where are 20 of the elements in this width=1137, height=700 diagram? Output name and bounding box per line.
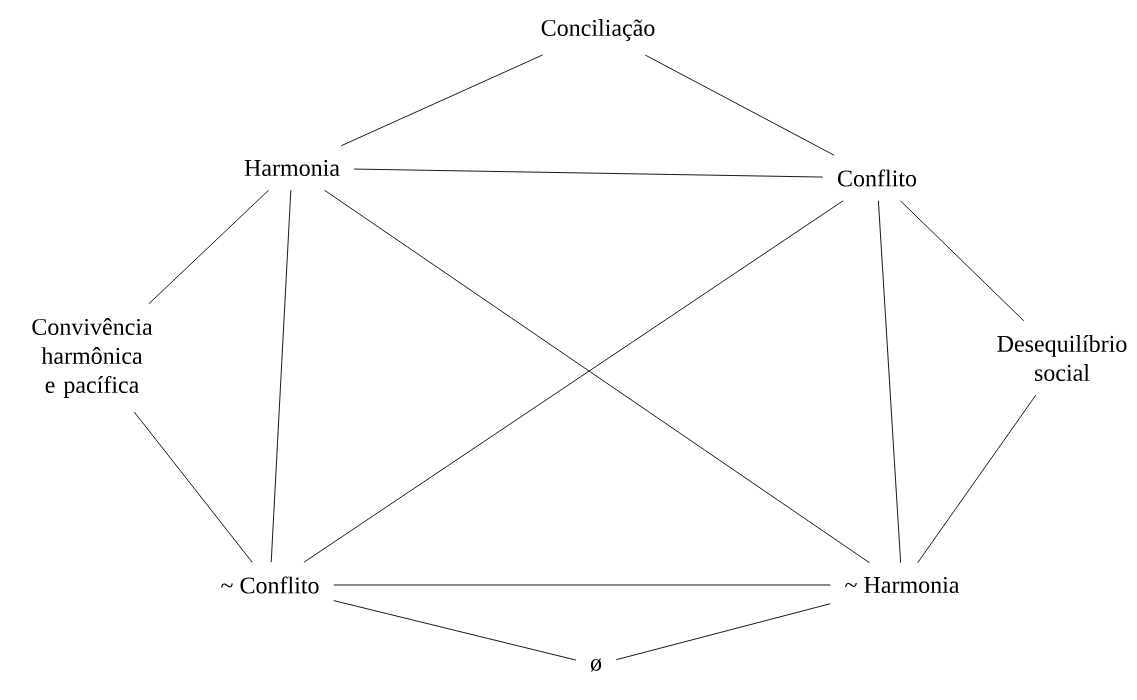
concept-label: Desequilíbrio social [997,335,1127,381]
concept-label: ø [590,658,602,672]
connector-line [644,54,835,156]
connector-line [877,200,902,564]
connector-line [353,168,824,178]
concept-label: Harmonia [244,159,340,177]
connector-line [333,584,831,586]
concept-label: Conciliação [541,19,655,41]
connector-line [615,603,831,661]
connector-line [148,189,269,305]
connector-line [133,411,253,563]
connector-line [270,189,292,563]
concept-label: Conflito [838,169,917,187]
concept-label: ~ Harmonia [845,576,960,594]
concept-label: ~ Conflito [221,576,319,594]
connector-line [899,200,1025,322]
concept-label: Convivência harmônica e pacífica [32,318,153,398]
connector-line [340,54,543,147]
connector-line [333,600,577,661]
connector-line [917,394,1037,564]
